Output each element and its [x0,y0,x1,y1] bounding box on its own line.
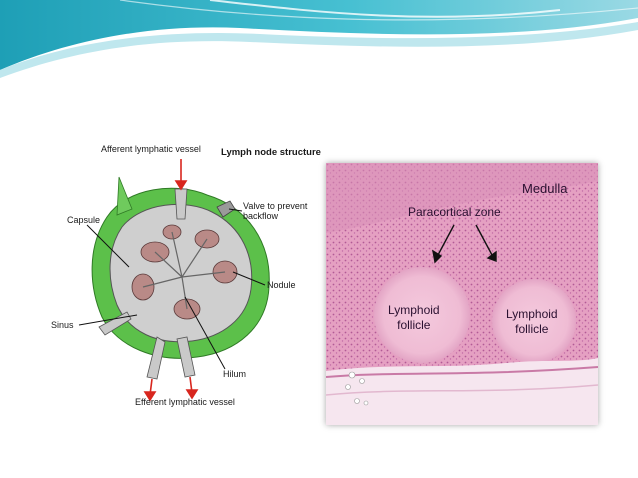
histology-image [326,163,598,425]
lymph-node-diagram: Afferent lymphatic vessel Lymph node str… [47,137,321,417]
hilum-label: Hilum [223,369,247,379]
header-wave-decoration [0,0,638,78]
medulla-label: Medulla [522,181,568,196]
capsule-label: Capsule [67,215,101,225]
lymphoid-follicle-left-label: Lymphoid follicle [388,303,440,332]
sinus-label: Sinus [51,320,74,330]
lymphoid-follicle-right-label: Lymphoid follicle [506,307,558,336]
nodule-label: Nodule [267,280,296,290]
diagram-title: Lymph node structure [221,147,321,158]
lymph-node-micrograph: Medulla Paracortical zone Lymphoid folli… [326,163,598,425]
valve-label: Valve to prevent backflow [243,201,308,221]
efferent-vessel-label: Efferent lymphatic vessel [135,397,235,407]
lymph-node-illustration [78,159,270,402]
paracortical-zone-label: Paracortical zone [408,205,501,219]
afferent-vessel-label: Afferent lymphatic vessel [101,144,201,154]
